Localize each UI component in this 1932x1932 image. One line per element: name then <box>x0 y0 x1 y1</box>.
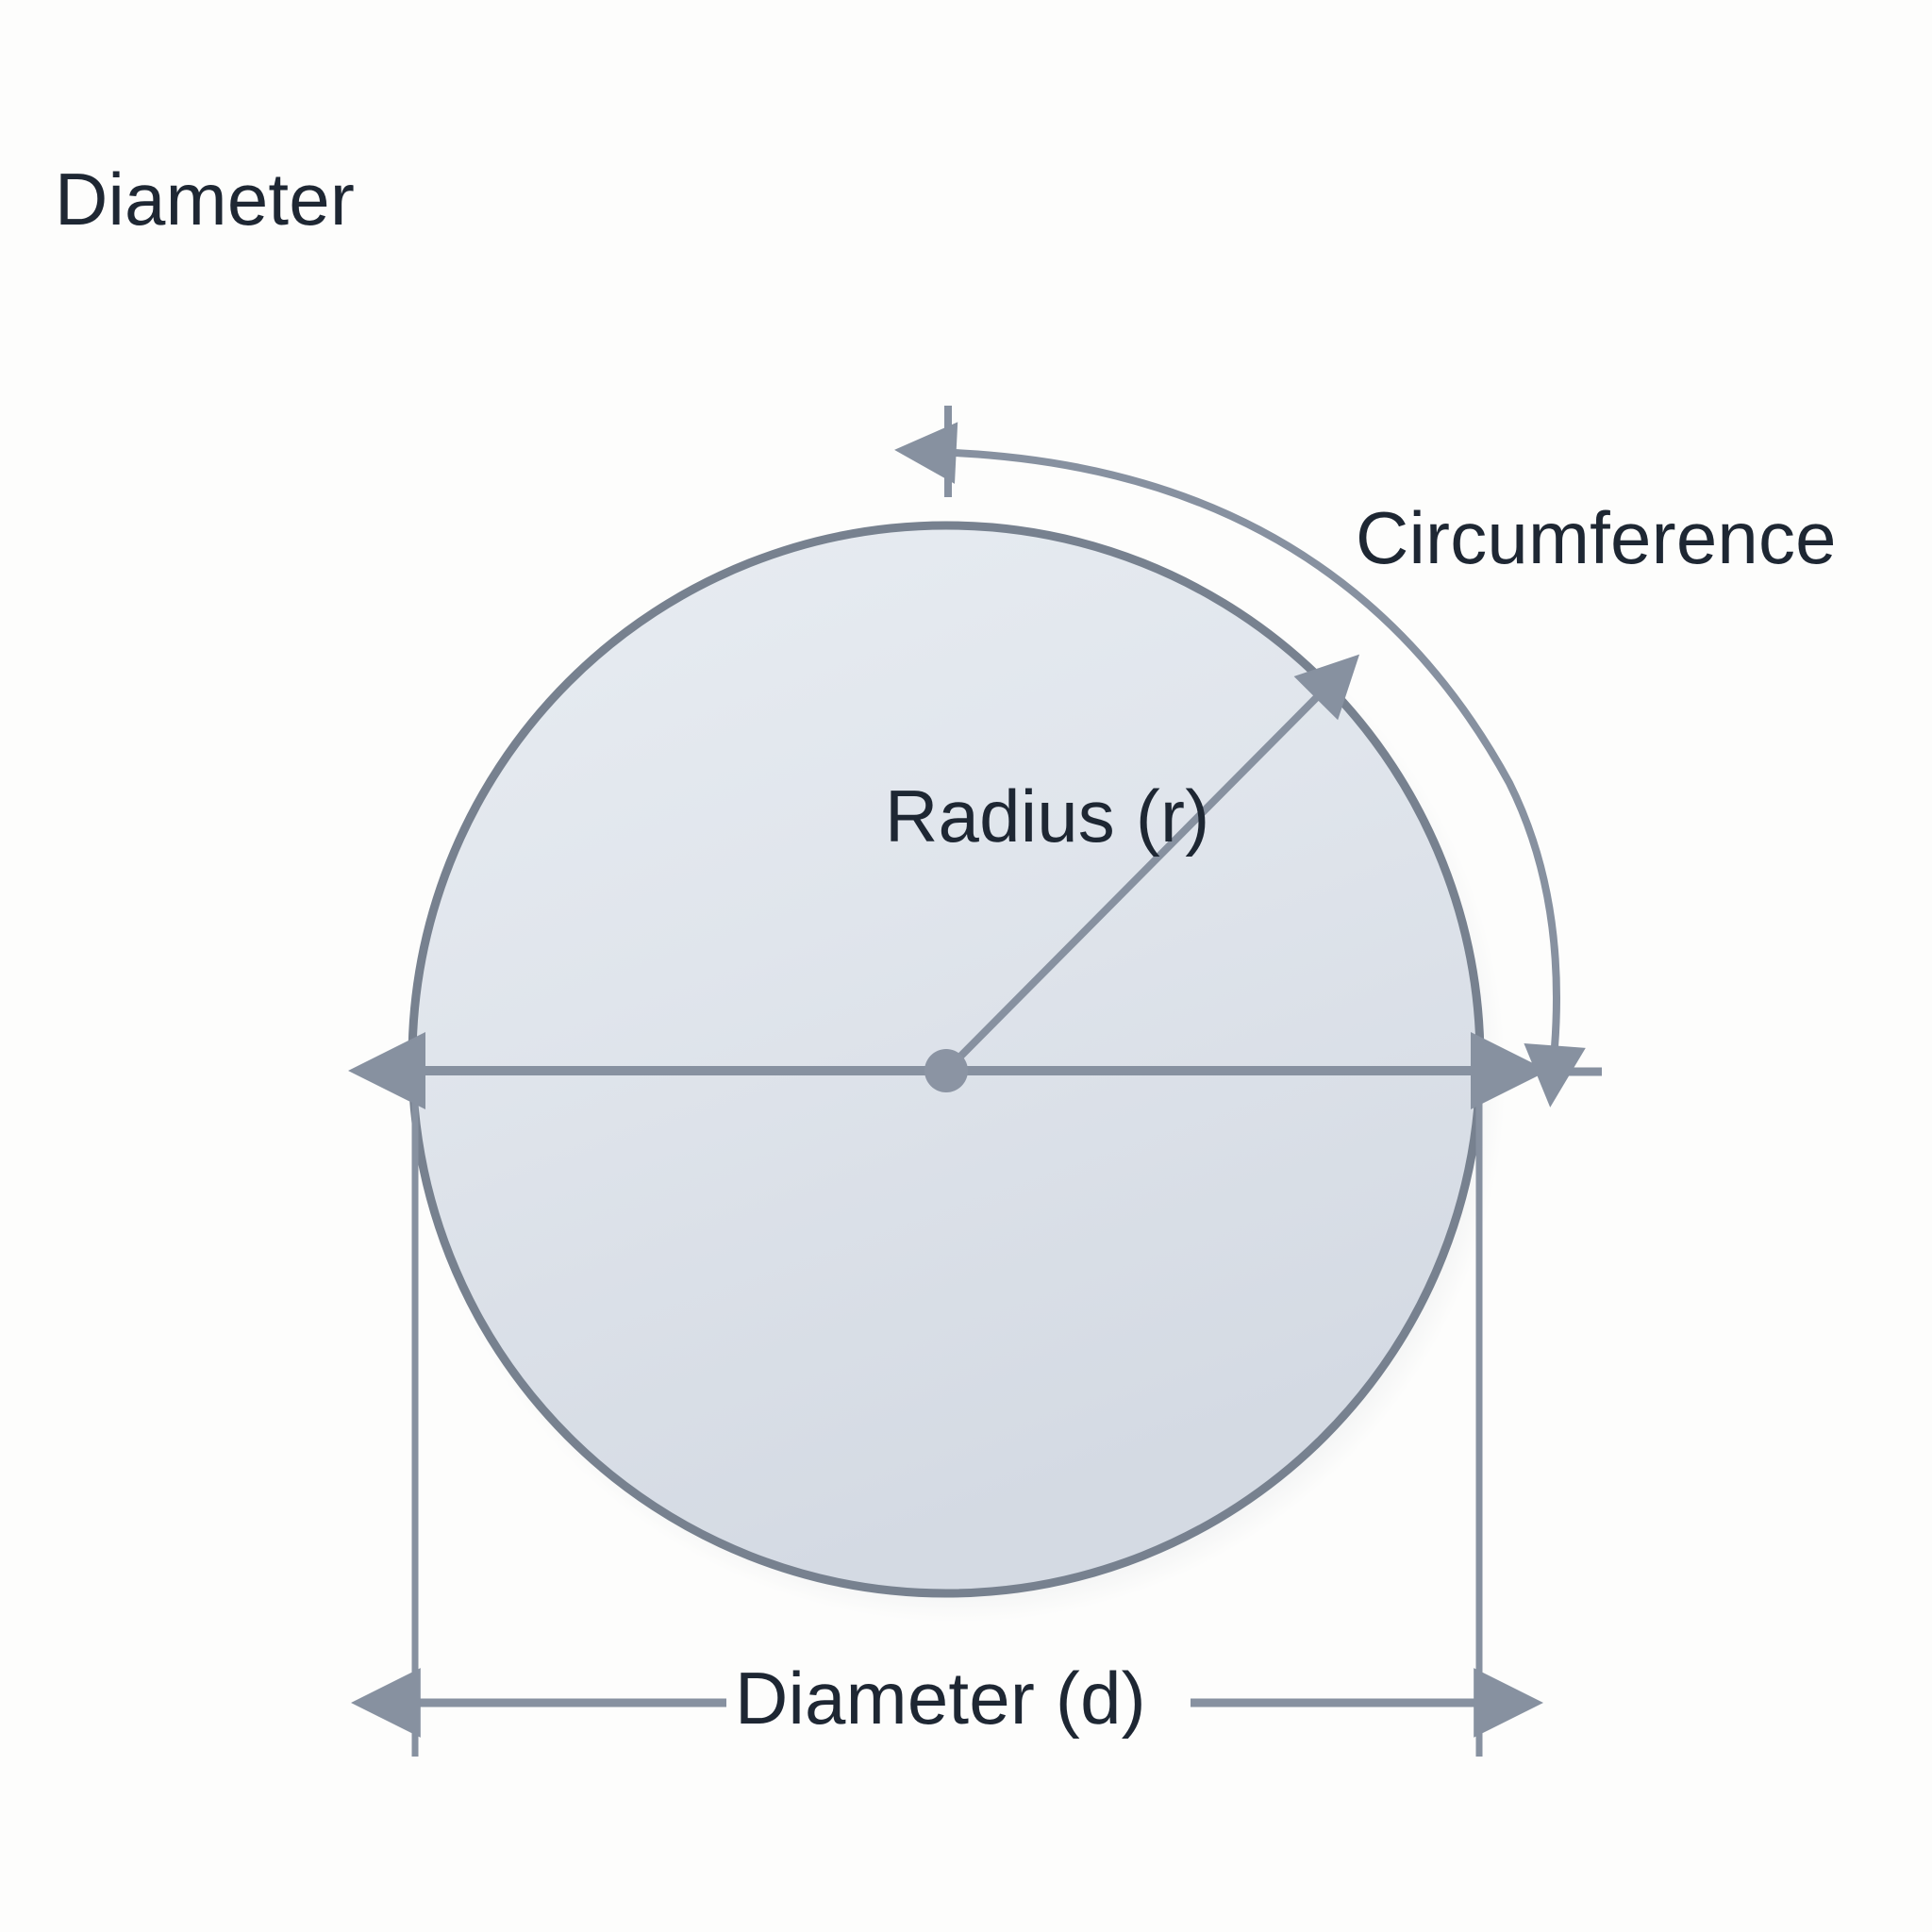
diameter-dimension-label: Diameter (d) <box>735 1657 1146 1740</box>
center-point-dot <box>924 1049 968 1092</box>
diameter-title-label: Diameter <box>55 158 356 241</box>
circumference-label: Circumference <box>1356 496 1837 579</box>
circumference-arc <box>894 422 1586 1108</box>
radius-label: Radius (r) <box>885 774 1210 858</box>
